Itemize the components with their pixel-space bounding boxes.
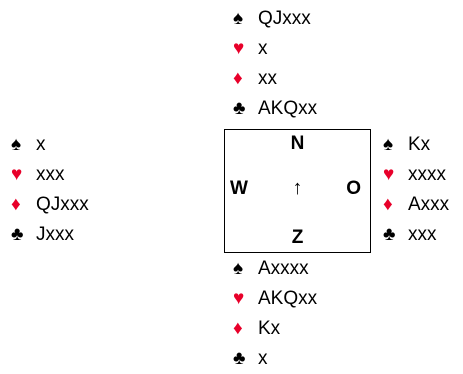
diamond-icon: ♦ xyxy=(383,194,393,215)
hand-east-diamonds: Axxx xyxy=(408,194,450,215)
compass-south-label: Z xyxy=(291,227,304,248)
club-icon: ♣ xyxy=(233,98,246,119)
hand-south-spades: Axxxx xyxy=(258,258,309,279)
hand-west-spades-row: ♠ x xyxy=(11,130,89,160)
hand-west-hearts-row: ♥ xxx xyxy=(11,160,89,190)
hand-west: ♠ x ♥ xxx ♦ QJxxx ♣ Jxxx xyxy=(11,130,89,250)
hand-south-clubs: x xyxy=(258,348,268,369)
hand-west-clubs-row: ♣ Jxxx xyxy=(11,220,89,250)
club-icon: ♣ xyxy=(233,348,246,369)
hand-west-clubs: Jxxx xyxy=(36,224,74,245)
hand-west-diamonds-row: ♦ QJxxx xyxy=(11,190,89,220)
hand-north-hearts: x xyxy=(258,38,268,59)
hand-east-clubs: xxx xyxy=(408,224,437,245)
hand-east-hearts-row: ♥ xxxx xyxy=(383,160,449,190)
heart-icon: ♥ xyxy=(11,164,23,185)
hand-south-diamonds: Kx xyxy=(258,318,281,339)
hand-south-spades-row: ♠ Axxxx xyxy=(233,254,317,284)
hand-south-hearts-row: ♥ AKQxx xyxy=(233,284,317,314)
hand-east-spades-row: ♠ Kx xyxy=(383,130,449,160)
club-icon: ♣ xyxy=(383,224,396,245)
up-arrow-icon: ↑ xyxy=(292,177,303,199)
hand-east: ♠ Kx ♥ xxxx ♦ Axxx ♣ xxx xyxy=(383,130,449,250)
hand-north: ♠ QJxxx ♥ x ♦ xx ♣ AKQxx xyxy=(233,4,317,124)
diamond-icon: ♦ xyxy=(233,318,243,339)
hand-west-hearts: xxx xyxy=(36,164,65,185)
compass-north-label: N xyxy=(290,133,305,154)
hand-south-clubs-row: ♣ x xyxy=(233,344,317,374)
spade-icon: ♠ xyxy=(383,134,394,155)
hand-south-diamonds-row: ♦ Kx xyxy=(233,314,317,344)
diamond-icon: ♦ xyxy=(11,194,21,215)
compass-west-label: W xyxy=(230,178,248,199)
heart-icon: ♥ xyxy=(233,288,245,309)
hand-north-clubs-row: ♣ AKQxx xyxy=(233,94,317,124)
spade-icon: ♠ xyxy=(233,258,244,279)
club-icon: ♣ xyxy=(11,224,24,245)
hand-north-clubs: AKQxx xyxy=(258,98,318,119)
hand-south: ♠ Axxxx ♥ AKQxx ♦ Kx ♣ x xyxy=(233,254,317,374)
hand-south-hearts: AKQxx xyxy=(258,288,318,309)
hand-east-spades: Kx xyxy=(408,134,431,155)
hand-east-hearts: xxxx xyxy=(408,164,446,185)
heart-icon: ♥ xyxy=(233,38,245,59)
hand-north-diamonds-row: ♦ xx xyxy=(233,64,317,94)
spade-icon: ♠ xyxy=(11,134,22,155)
heart-icon: ♥ xyxy=(383,164,395,185)
hand-north-spades: QJxxx xyxy=(258,8,311,29)
spade-icon: ♠ xyxy=(233,8,244,29)
hand-north-spades-row: ♠ QJxxx xyxy=(233,4,317,34)
hand-north-hearts-row: ♥ x xyxy=(233,34,317,64)
hand-west-spades: x xyxy=(36,134,46,155)
hand-north-diamonds: xx xyxy=(258,68,277,89)
compass-box: N W ↑ O Z xyxy=(224,129,371,253)
hand-west-diamonds: QJxxx xyxy=(36,194,89,215)
hand-east-clubs-row: ♣ xxx xyxy=(383,220,449,250)
compass-east-label: O xyxy=(346,178,361,199)
hand-east-diamonds-row: ♦ Axxx xyxy=(383,190,449,220)
diamond-icon: ♦ xyxy=(233,68,243,89)
